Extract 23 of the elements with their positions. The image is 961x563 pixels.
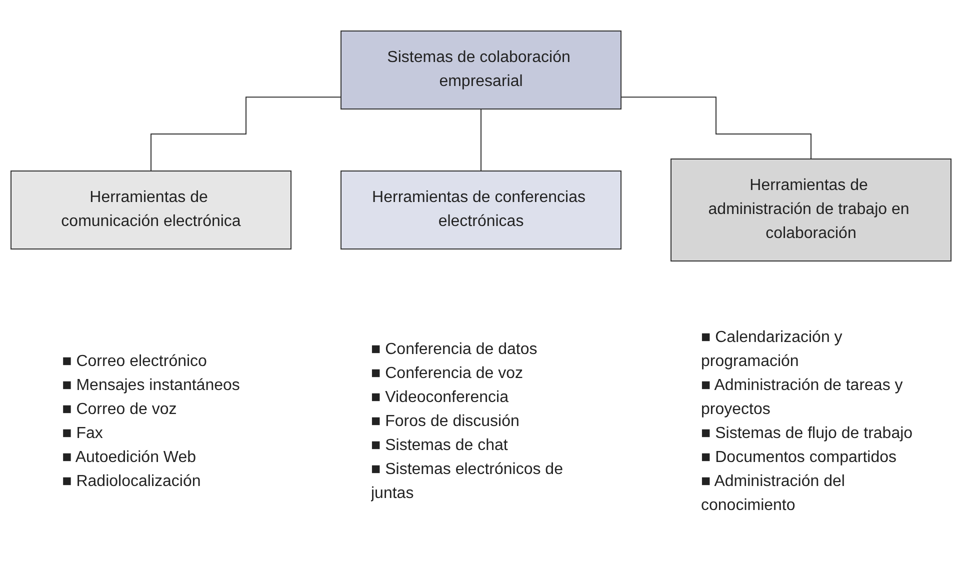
node-label: ■ Correo electrónico bbox=[62, 352, 206, 370]
node-label: ■ Videoconferencia bbox=[370, 388, 508, 406]
node-label: ■ Sistemas de chat bbox=[370, 436, 508, 454]
node-label: ■ Conferencia de voz bbox=[370, 364, 522, 382]
node-label: ■ Conferencia de datos bbox=[370, 340, 537, 358]
node-label: ■ Mensajes instantáneos bbox=[62, 376, 240, 394]
node-label: ■ Documentos compartidos bbox=[700, 448, 896, 466]
node-label: ■ Administración del conocimiento bbox=[700, 472, 844, 514]
node-label: ■ Sistemas de flujo de trabajo bbox=[700, 424, 912, 442]
node-label: ■ Administración de tareas y proyectos bbox=[700, 376, 902, 418]
node-box: Herramientas de administración de trabajo en colaboración bbox=[670, 158, 951, 261]
node-box: Sistemas de colaboración empresarial bbox=[340, 30, 621, 109]
connector bbox=[620, 96, 811, 159]
node-box: Herramientas de comunicación electrónica bbox=[10, 170, 291, 249]
node-box: Herramientas de conferencias electrónicas bbox=[340, 170, 621, 249]
node-label: ■ Fax bbox=[62, 424, 102, 442]
connector bbox=[480, 108, 481, 171]
node-label: ■ Correo de voz bbox=[62, 400, 176, 418]
connector bbox=[150, 96, 341, 171]
node-label: ■ Radiolocalización bbox=[62, 472, 200, 490]
node-label: ■ Autoedición Web bbox=[62, 448, 196, 466]
node-label: ■ Foros de discusión bbox=[370, 412, 519, 430]
node-label: ■ Calendarización y programación bbox=[700, 328, 842, 370]
